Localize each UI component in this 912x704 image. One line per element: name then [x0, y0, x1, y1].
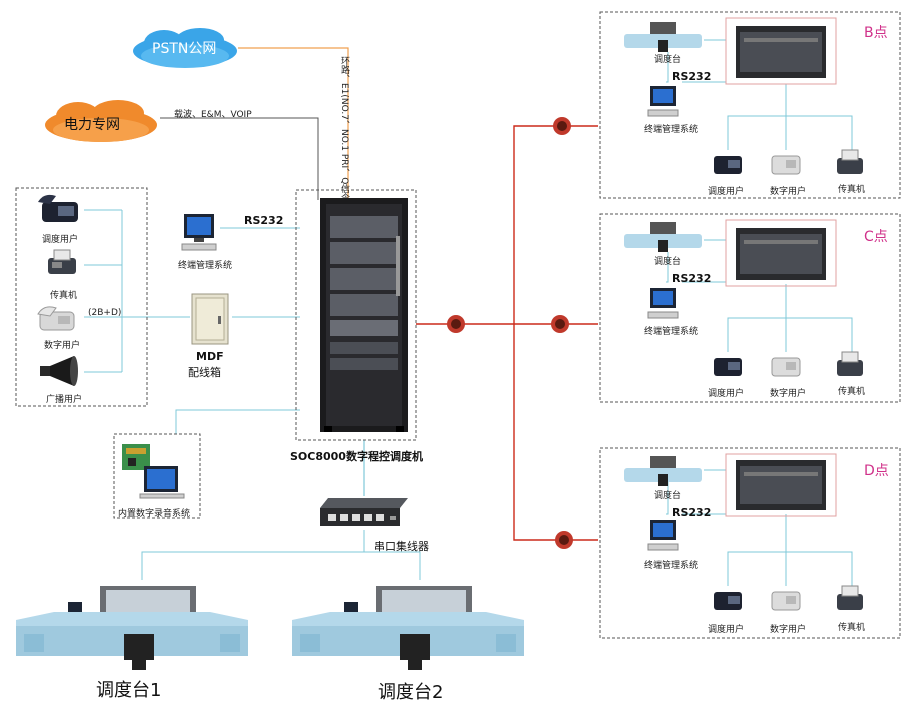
site-d-terminal: 终端管理系统	[644, 561, 699, 571]
mdf-sub-label: 配线箱	[188, 366, 221, 379]
site-c-terminal: 终端管理系统	[644, 327, 699, 337]
site-b-frame	[599, 11, 901, 199]
site-b-rack-icon	[736, 26, 826, 78]
site-b-console-label: 调度台	[654, 55, 682, 65]
site-d-console-icon	[624, 456, 702, 486]
site-b-digital-user: 数字用户	[770, 187, 807, 197]
site-c-rack-icon	[736, 228, 826, 280]
power-cloud-icon	[45, 100, 157, 142]
site-c-pc-icon	[647, 288, 679, 319]
left-user-frame	[15, 187, 148, 407]
site-d-fax-icon	[837, 585, 863, 610]
trunk-connector-icon	[551, 315, 569, 333]
site-d-dispatch-phone-icon	[714, 592, 742, 610]
site-d-console-label: 调度台	[654, 491, 682, 501]
recorder-label: 内置数字录音系统	[118, 509, 191, 519]
recorder-frame	[113, 433, 201, 519]
site-c-fax: 传真机	[838, 387, 866, 397]
site-b-dispatch-phone-icon	[714, 156, 742, 174]
left-dispatch-user-label: 调度用户	[42, 235, 79, 245]
console-2-icon	[292, 586, 524, 670]
power-link-line	[160, 117, 319, 200]
site-b-fax-icon	[837, 149, 863, 174]
isdn-label: (2B+D)	[88, 308, 122, 318]
hub-label: 串口集线器	[374, 540, 429, 553]
site-c-frame	[599, 213, 901, 403]
pstn-link-label: 环路、E1(NO.7、NO.1 PRI、Q信令)	[339, 56, 349, 206]
console-1-label: 调度台1	[96, 680, 162, 701]
serial-hub-icon	[320, 498, 408, 526]
speaker-icon	[40, 356, 78, 386]
site-c-dispatch-phone-icon	[714, 358, 742, 376]
site-b-fax: 传真机	[838, 185, 866, 195]
fax-icon	[48, 249, 76, 274]
site-b-pc-icon	[647, 86, 679, 117]
soc8000-rack-icon	[320, 198, 408, 432]
digital-phone-icon	[37, 306, 75, 331]
site-d-rack-icon	[736, 460, 826, 510]
power-link-label: 载波、E&M、VOIP	[174, 110, 252, 120]
trunk-connector-icon	[555, 531, 573, 549]
site-c-console-icon	[624, 222, 702, 252]
console-2-label: 调度台2	[378, 682, 444, 703]
left-fax-label: 传真机	[50, 291, 78, 301]
site-d-dispatch-user: 调度用户	[708, 625, 745, 635]
site-b-console-icon	[624, 22, 702, 52]
pstn-link-line	[238, 47, 349, 200]
site-d-digital-user: 数字用户	[770, 625, 807, 635]
mdf-label: MDF	[196, 350, 224, 363]
site-b-digital-phone-icon	[771, 155, 801, 175]
trunk-connector-icon	[553, 117, 571, 135]
pstn-cloud-label: PSTN公网	[152, 41, 217, 57]
site-d-name: D点	[864, 463, 889, 479]
left-digital-user-label: 数字用户	[44, 341, 81, 351]
pstn-cloud-icon	[133, 28, 237, 68]
dispatch-phone-icon	[38, 194, 78, 222]
site-b-rs232: RS232	[672, 70, 712, 83]
site-d-digital-phone-icon	[771, 591, 801, 611]
recorder-icon	[122, 444, 185, 499]
site-c-name: C点	[864, 229, 888, 245]
switch-frame	[295, 189, 417, 441]
trunk-connector-icon	[447, 315, 465, 333]
site-d-fax: 传真机	[838, 623, 866, 633]
terminal-pc-icon	[181, 214, 217, 251]
console-1-icon	[16, 586, 248, 670]
site-c-digital-user: 数字用户	[770, 389, 807, 399]
site-c-digital-phone-icon	[771, 357, 801, 377]
mdf-box-icon	[191, 293, 229, 345]
left-broadcast-user-label: 广播用户	[46, 395, 83, 405]
site-b-name: B点	[864, 25, 888, 41]
site-c-fax-icon	[837, 351, 863, 376]
power-cloud-label: 电力专网	[64, 117, 120, 133]
center-rs232-label: RS232	[244, 214, 284, 227]
switch-label: SOC8000数字程控调度机	[290, 450, 423, 463]
site-b-dispatch-user: 调度用户	[708, 187, 745, 197]
site-c-dispatch-user: 调度用户	[708, 389, 745, 399]
site-c-rs232: RS232	[672, 272, 712, 285]
site-d-pc-icon	[647, 520, 679, 551]
site-d-rs232: RS232	[672, 506, 712, 519]
site-b-terminal: 终端管理系统	[644, 125, 699, 135]
center-terminal-label: 终端管理系统	[178, 261, 233, 271]
site-c-console-label: 调度台	[654, 257, 682, 267]
site-d-frame	[599, 447, 901, 639]
